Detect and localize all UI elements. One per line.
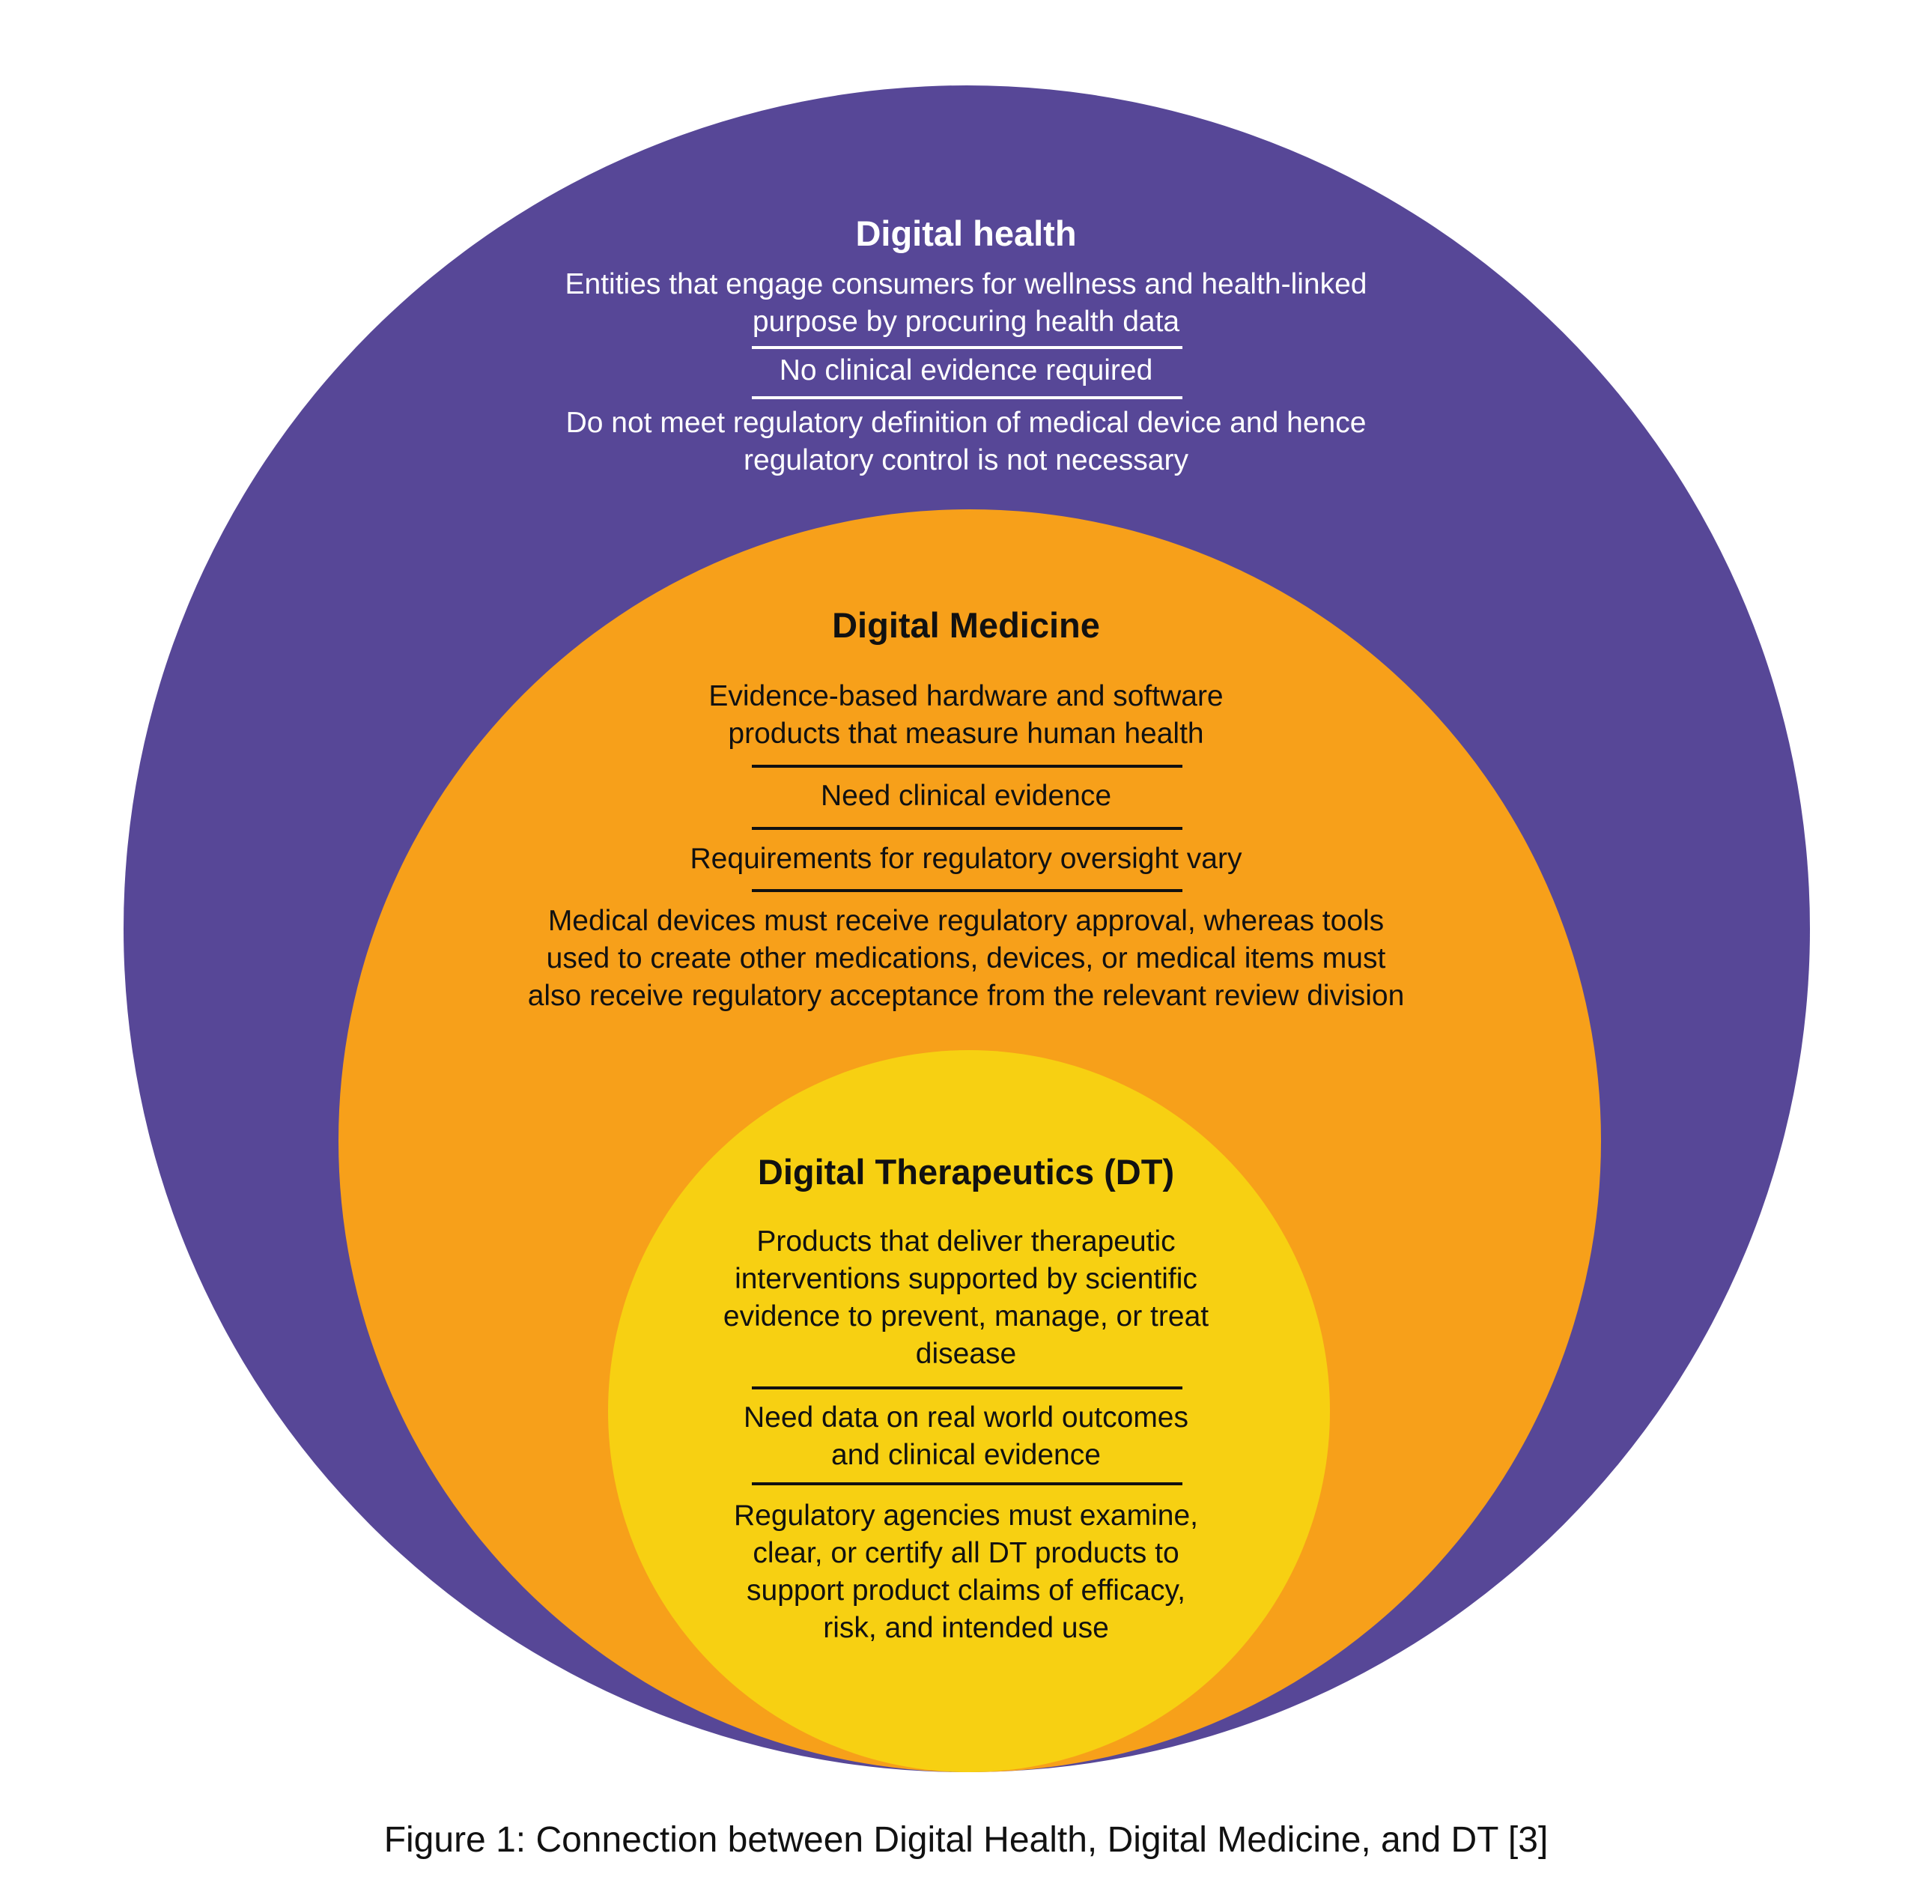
text-line: and clinical evidence (831, 1439, 1101, 1471)
digital-therapeutics-title: Digital Therapeutics (DT) (757, 1152, 1175, 1192)
digital-medicine-definition: Evidence-based hardware and software pro… (0, 678, 1932, 753)
text-line: disease (915, 1338, 1017, 1370)
text-line: regulatory control is not necessary (744, 444, 1188, 476)
digital-health-title: Digital health (855, 213, 1077, 253)
divider (752, 827, 1182, 830)
digital-medicine-regulation: Medical devices must receive regulatory … (0, 903, 1932, 1015)
text-line: used to create other medications, device… (546, 942, 1386, 974)
text-line: evidence to prevent, manage, or treat (723, 1300, 1209, 1333)
digital-medicine-oversight: Requirements for regulatory oversight va… (690, 843, 1242, 875)
digital-therapeutics-circle (608, 1050, 1330, 1772)
text-line: Entities that engage consumers for welln… (565, 268, 1367, 300)
divider (752, 346, 1182, 349)
text-line: products that measure human health (728, 718, 1204, 750)
text-line: risk, and intended use (823, 1612, 1109, 1644)
text-line: Products that deliver therapeutic (756, 1225, 1176, 1258)
digital-therapeutics-regulation: Regulatory agencies must examine, clear,… (0, 1497, 1932, 1647)
figure-caption: Figure 1: Connection between Digital Hea… (383, 1820, 1549, 1860)
text-line: interventions supported by scientific (735, 1263, 1197, 1295)
divider (752, 1386, 1182, 1389)
digital-medicine-title: Digital Medicine (832, 605, 1100, 645)
text-line: support product claims of efficacy, (747, 1574, 1185, 1607)
text-line: Regulatory agencies must examine, (734, 1500, 1198, 1532)
divider (752, 889, 1182, 892)
digital-therapeutics-evidence: Need data on real world outcomes and cli… (0, 1399, 1932, 1474)
text-line: Medical devices must receive regulatory … (547, 905, 1385, 937)
text-line: Evidence-based hardware and software (708, 680, 1224, 712)
text-line: purpose by procuring health data (752, 306, 1180, 338)
text-line: clear, or certify all DT products to (753, 1537, 1179, 1569)
digital-health-regulation: Do not meet regulatory definition of med… (0, 404, 1932, 479)
digital-health-evidence: No clinical evidence required (779, 354, 1153, 386)
divider (752, 765, 1182, 768)
text-line: Need data on real world outcomes (743, 1401, 1188, 1434)
divider (752, 1482, 1182, 1485)
text-line: also receive regulatory acceptance from … (527, 980, 1405, 1012)
text-line: Do not meet regulatory definition of med… (565, 407, 1367, 439)
divider (752, 396, 1182, 399)
digital-health-definition: Entities that engage consumers for welln… (0, 266, 1932, 341)
digital-medicine-evidence: Need clinical evidence (820, 780, 1112, 812)
digital-therapeutics-definition: Products that deliver therapeutic interv… (0, 1223, 1932, 1373)
